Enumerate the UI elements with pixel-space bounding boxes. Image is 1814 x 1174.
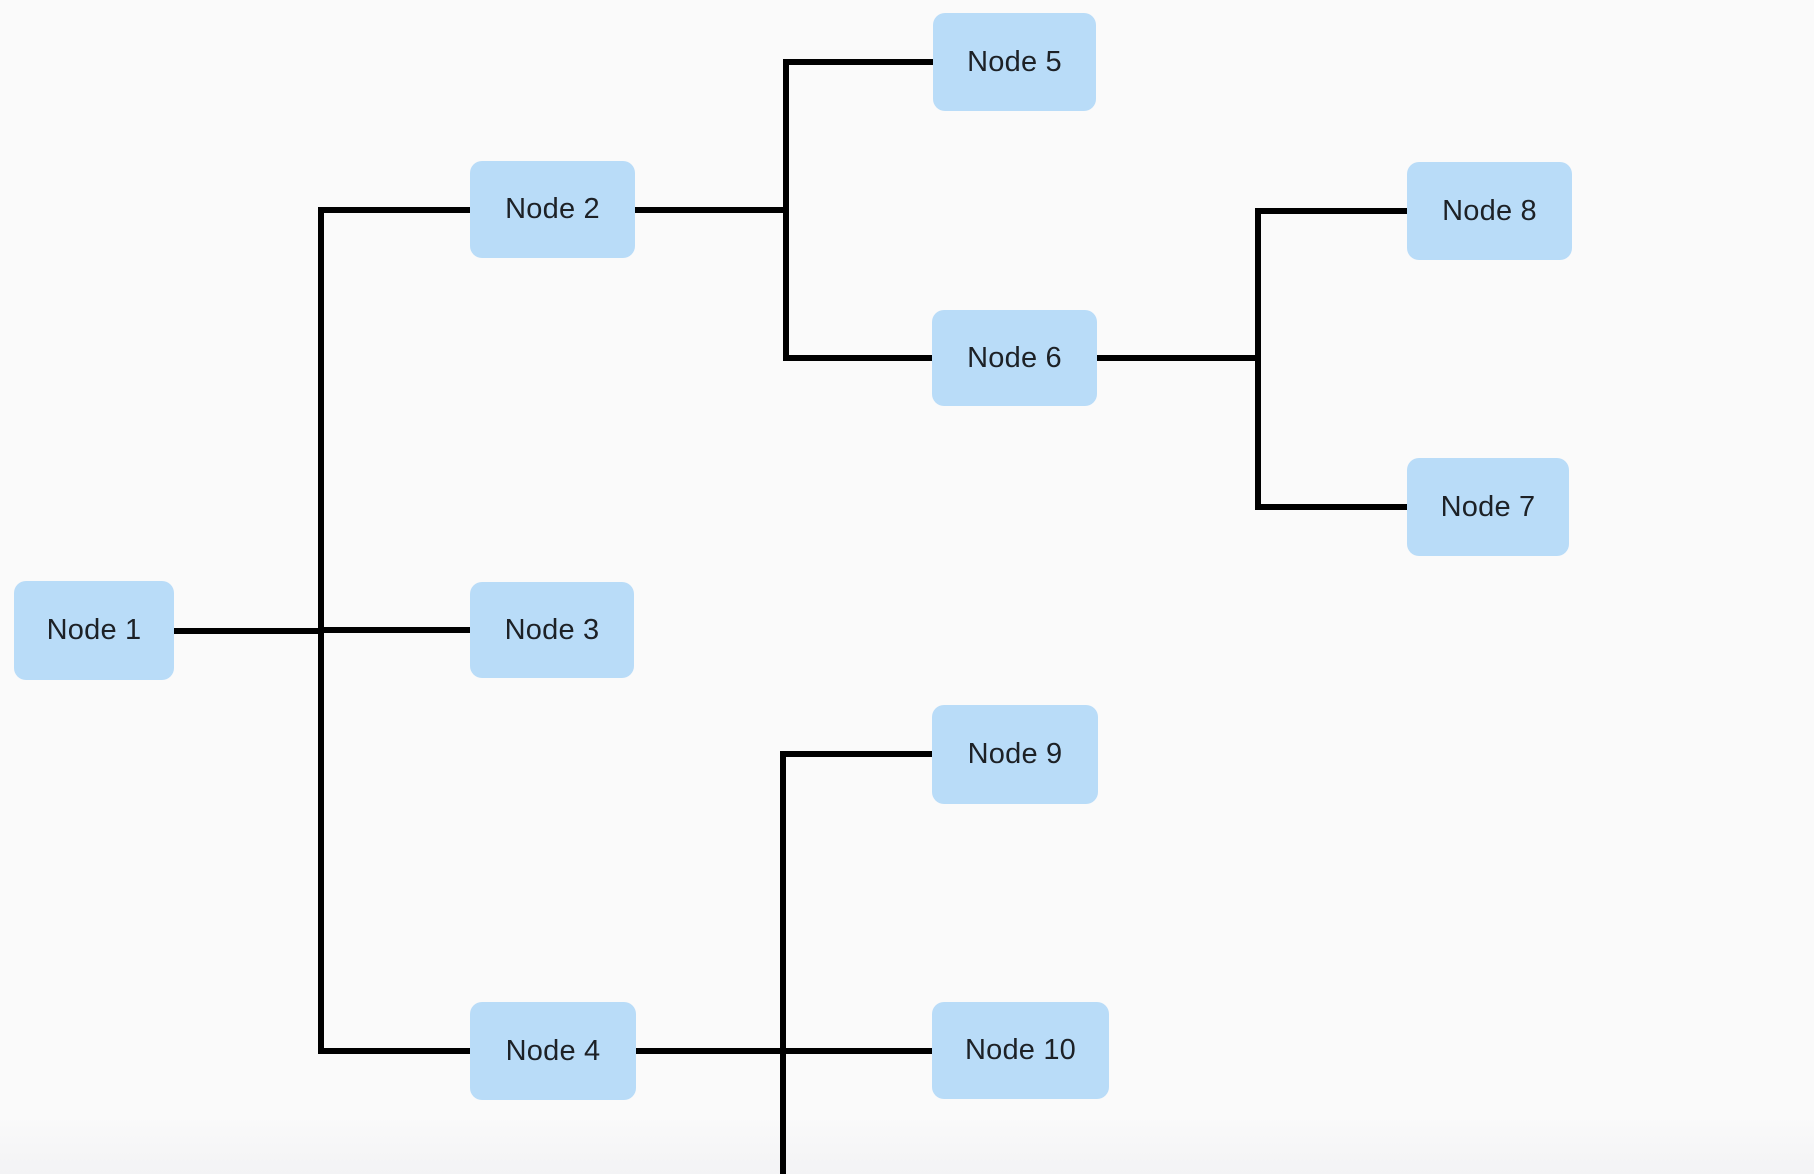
tree-edge-segment-node2-to-branch [635, 207, 789, 213]
tree-node-1[interactable]: Node 1 [14, 581, 174, 680]
tree-edge-segment-branch-to-node9 [780, 751, 932, 757]
tree-edge-segment-node4-branch-vertical-clipped-at-bottom [780, 751, 786, 1174]
tree-node-3[interactable]: Node 3 [470, 582, 634, 678]
tree-node-7[interactable]: Node 7 [1407, 458, 1569, 556]
tree-node-label: Node 8 [1442, 194, 1537, 227]
tree-edge-segment-trunk-to-node3 [318, 627, 470, 633]
tree-node-5[interactable]: Node 5 [933, 13, 1096, 111]
tree-node-6[interactable]: Node 6 [932, 310, 1097, 406]
tree-edge-segment-node6-branch-vertical [1255, 208, 1261, 510]
tree-node-label: Node 4 [505, 1034, 601, 1067]
tree-node-label: Node 10 [964, 1034, 1077, 1066]
tree-node-label: Node 5 [967, 45, 1062, 78]
tree-node-label: Node 7 [1440, 490, 1536, 523]
tree-edge-segment-trunk-to-node2 [318, 207, 470, 213]
tree-node-4[interactable]: Node 4 [470, 1002, 636, 1100]
tree-node-label: Node 9 [967, 738, 1063, 770]
tree-edge-segment-branch-to-node5 [783, 59, 933, 65]
tree-node-2[interactable]: Node 2 [470, 161, 635, 258]
tree-node-10[interactable]: Node 10 [932, 1002, 1109, 1099]
tree-node-label: Node 6 [967, 341, 1062, 374]
tree-edge-segment-node2-branch-vertical [783, 59, 789, 361]
tree-node-8[interactable]: Node 8 [1407, 162, 1572, 260]
tree-node-label: Node 1 [46, 614, 142, 646]
tree-edge-segment-node1-to-trunk [173, 628, 324, 634]
tree-edge-segment-branch-to-node7 [1255, 504, 1407, 510]
tree-edge-segment-branch-to-node6 [783, 355, 932, 361]
tree-node-9[interactable]: Node 9 [932, 705, 1098, 804]
tree-node-label: Node 3 [504, 613, 600, 646]
tree-node-label: Node 2 [505, 193, 600, 225]
tree-edge-segment-node6-to-branch [1097, 355, 1258, 361]
tree-edge-segment-branch-to-node8 [1255, 208, 1407, 214]
tree-edge-segment-trunk-to-node4 [318, 1048, 470, 1054]
